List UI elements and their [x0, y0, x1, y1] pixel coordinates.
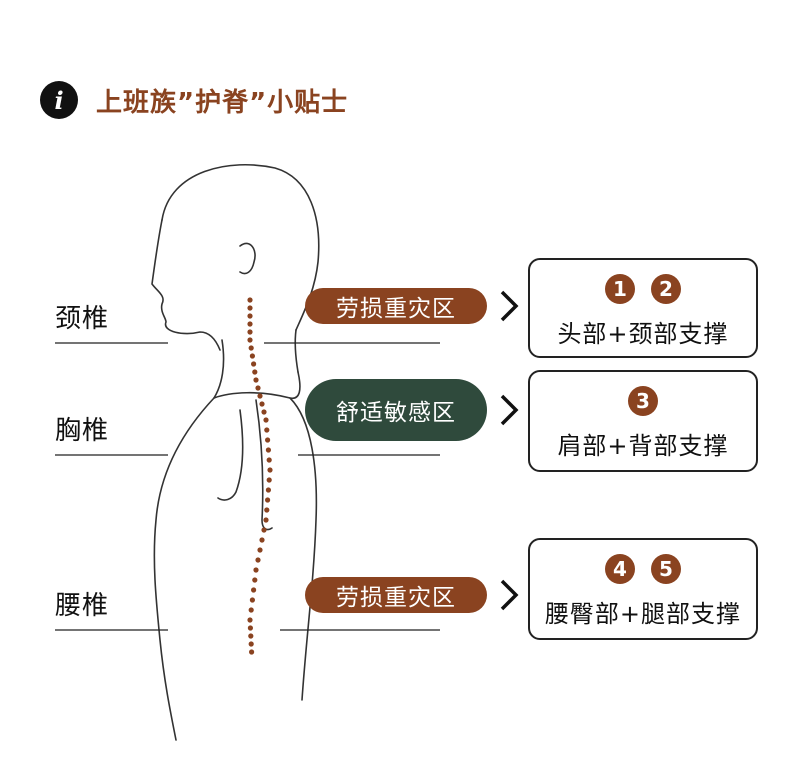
spine-dot [265, 497, 271, 503]
spine-dot [252, 369, 258, 375]
chevron-right-icon [500, 394, 519, 426]
spine-dot [263, 417, 269, 423]
spine-dot [264, 507, 270, 513]
spine-dot [261, 527, 267, 533]
head-outline [161, 163, 320, 331]
pill-cervical: 劳损重灾区 [305, 288, 487, 324]
region-label-cervical: 颈椎 [55, 304, 110, 334]
page-title: 上班族”护脊”小贴士 [96, 87, 349, 118]
region-label-thoracic: 胸椎 [55, 416, 110, 446]
number-badges: 4 5 [530, 554, 756, 584]
chevron-right-icon [500, 579, 519, 611]
spine-dot [247, 625, 253, 631]
support-text: 肩部+背部支撑 [557, 432, 729, 460]
spine-dot [253, 377, 259, 383]
neck-back [294, 329, 299, 373]
spine-dot [264, 427, 270, 433]
region-label-lumbar: 腰椎 [55, 591, 110, 621]
spine-dot [259, 537, 265, 543]
face-outline [151, 219, 221, 351]
guide-lines [55, 342, 440, 631]
spine-dot [248, 345, 254, 351]
spine-dot [247, 305, 253, 311]
info-icon-glyph: i [54, 85, 64, 115]
number-badge: 4 [605, 554, 635, 584]
spine-dot [265, 487, 271, 493]
back-line [289, 397, 318, 701]
number-badge: 2 [651, 274, 681, 304]
spine-dot [261, 409, 267, 415]
support-card-cervical: 1 2 头部+颈部支撑 [528, 258, 758, 358]
chest-line [153, 397, 215, 741]
spine-dot [249, 353, 255, 359]
spine-dot [265, 437, 271, 443]
spine-dot [247, 329, 253, 335]
spine-dot [255, 557, 261, 563]
support-text: 头部+颈部支撑 [557, 320, 729, 348]
spine-dot [265, 447, 271, 453]
shoulder-top [213, 371, 301, 399]
pill-lumbar: 劳损重灾区 [305, 577, 487, 613]
number-badge: 3 [628, 386, 658, 416]
spine-dot [249, 597, 255, 603]
spine-dot [255, 385, 261, 391]
number-badge: 1 [605, 274, 635, 304]
spine-dot [253, 567, 259, 573]
support-card-lumbar: 4 5 腰臀部+腿部支撑 [528, 538, 758, 640]
neck-front [213, 339, 225, 399]
pill-thoracic: 舒适敏感区 [305, 379, 487, 441]
spine-dot [249, 649, 255, 655]
number-badges: 1 2 [530, 274, 756, 304]
spine-dot [248, 607, 254, 613]
spine-dot [259, 401, 265, 407]
ear-outline [239, 242, 256, 275]
spine-dot [251, 361, 257, 367]
spine-dot [257, 547, 263, 553]
spine-dot [263, 517, 269, 523]
title-row: i 上班族”护脊”小贴士 [40, 80, 348, 120]
spine-dot [266, 477, 272, 483]
chevron-right-icon [500, 290, 519, 322]
spine-dot [248, 633, 254, 639]
spine-dot [247, 337, 253, 343]
spine-dot [248, 641, 254, 647]
spine-dot [247, 321, 253, 327]
spine-dot [257, 393, 263, 399]
spine-dot [252, 577, 258, 583]
spine-dot [251, 587, 257, 593]
number-badges: 3 [530, 386, 756, 416]
spine-dot [247, 313, 253, 319]
spine-dot [266, 457, 272, 463]
spine-dots [247, 297, 273, 655]
number-badge: 5 [651, 554, 681, 584]
support-card-thoracic: 3 肩部+背部支撑 [528, 370, 758, 472]
spine-dot [247, 297, 253, 303]
support-text: 腰臀部+腿部支撑 [544, 600, 742, 628]
spine-dot [247, 617, 253, 623]
spine-dot [267, 467, 273, 473]
info-icon: i [40, 81, 78, 119]
